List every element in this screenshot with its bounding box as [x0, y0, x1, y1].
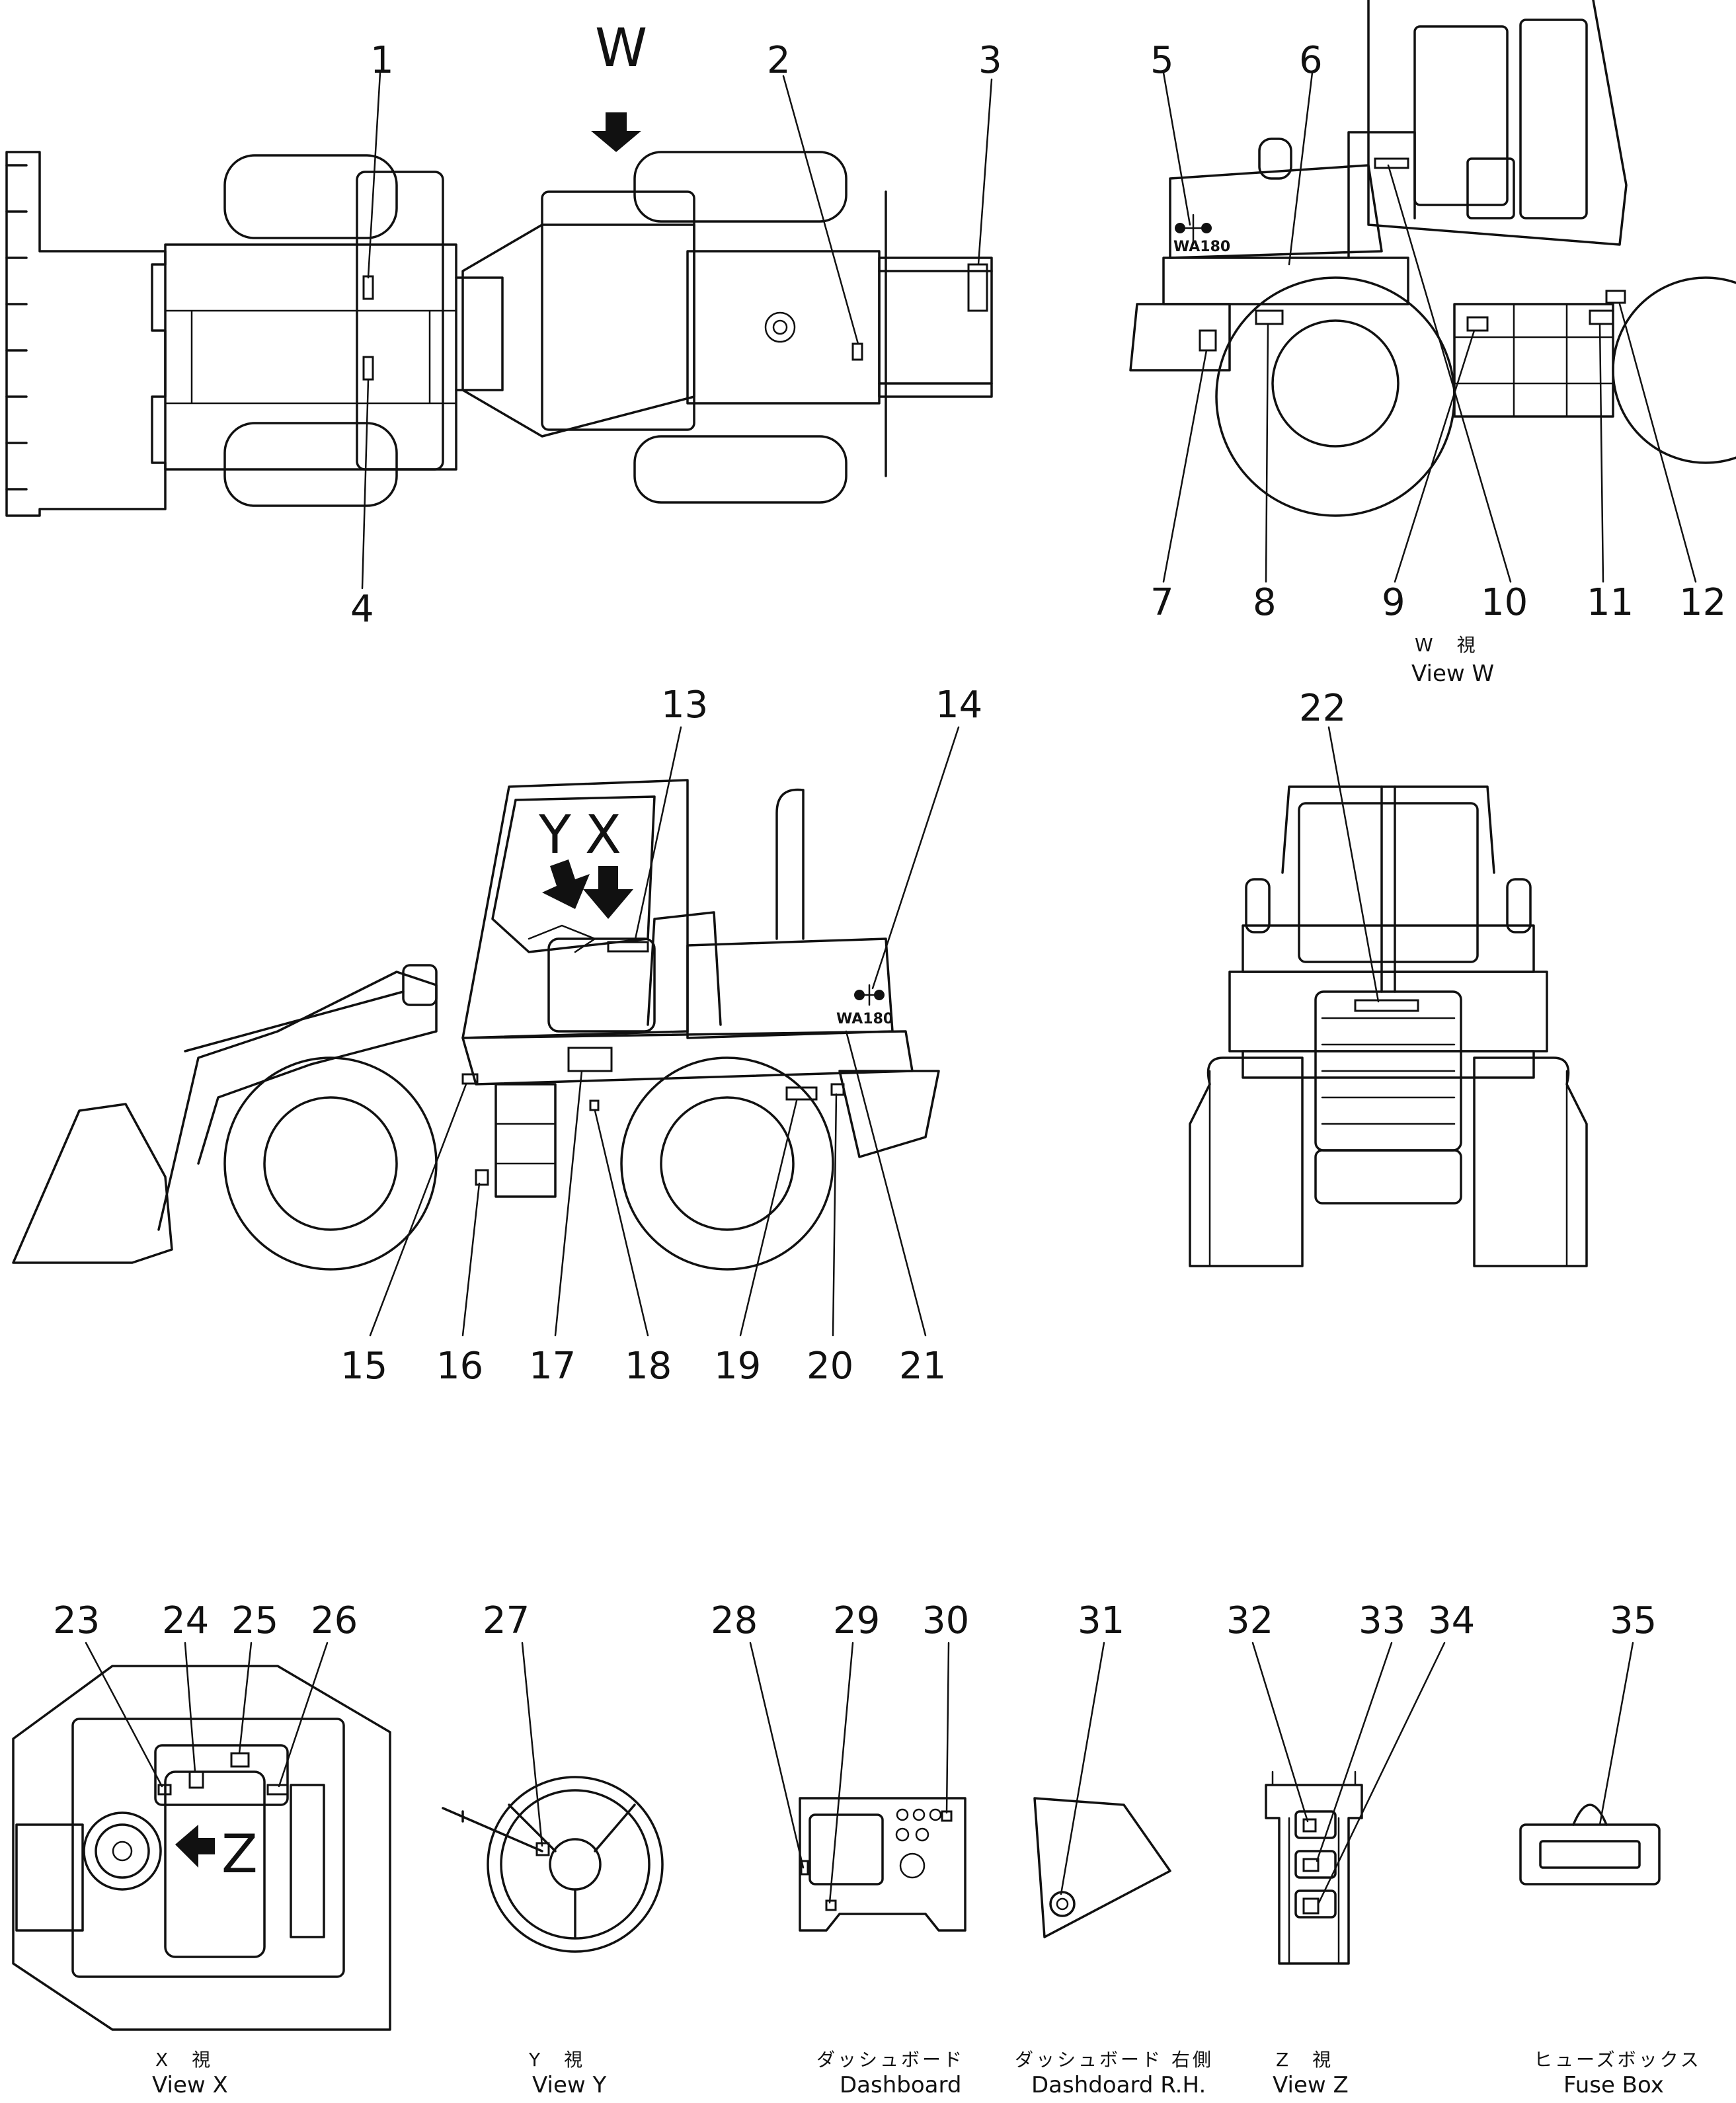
callout-34: 34 [1428, 1599, 1475, 1642]
dashboard-rh-drawing [1033, 1642, 1171, 1938]
callout-11: 11 [1587, 581, 1634, 624]
model-badge-view-w: WA180 [1173, 239, 1230, 255]
callout-15: 15 [340, 1345, 387, 1388]
caption-dashboard-rh-en: Dashdoard R.H. [1031, 2072, 1206, 2098]
callout-29: 29 [833, 1599, 880, 1642]
caption-view-y-en: View Y [532, 2072, 606, 2098]
caption-view-x-en: View X [152, 2072, 228, 2098]
callout-26: 26 [311, 1599, 358, 1642]
caption-fuse-box-en: Fuse Box [1563, 2072, 1664, 2098]
caption-view-y-jp: Y 視 [528, 2049, 585, 2071]
view-letter-w: W [595, 17, 647, 79]
callout-13: 13 [661, 684, 708, 727]
caption-dashboard-jp: ダッシュボード [816, 2049, 965, 2071]
callout-10: 10 [1481, 581, 1528, 624]
dashboard-drawing [749, 1642, 967, 1932]
view-y-drawing [442, 1642, 664, 1953]
callout-31: 31 [1078, 1599, 1124, 1642]
caption-view-x-jp: X 視 [155, 2049, 213, 2071]
view-z-drawing [1251, 1642, 1446, 1965]
caption-view-w-jp: W 視 [1415, 634, 1478, 656]
view-w-drawing: WA180 [1129, 0, 1736, 583]
view-letter-z: Z [221, 1823, 258, 1885]
callout-22: 22 [1299, 687, 1346, 730]
callout-24: 24 [162, 1599, 209, 1642]
callout-28: 28 [711, 1599, 758, 1642]
callout-23: 23 [53, 1599, 100, 1642]
side-view-drawing: WA180 [12, 726, 960, 1337]
callout-7: 7 [1150, 581, 1174, 624]
front-view-drawing [1189, 726, 1588, 1267]
callout-14: 14 [935, 684, 982, 727]
callout-16: 16 [436, 1345, 483, 1388]
callout-12: 12 [1679, 581, 1726, 624]
callout-35: 35 [1610, 1599, 1657, 1642]
callout-27: 27 [483, 1599, 530, 1642]
view-letter-x: X [585, 804, 621, 865]
callout-9: 9 [1382, 581, 1405, 624]
callout-21: 21 [899, 1345, 946, 1388]
callout-20: 20 [807, 1345, 853, 1388]
callout-17: 17 [529, 1345, 576, 1388]
fuse-box-drawing [1519, 1642, 1661, 1885]
view-x-drawing [12, 1642, 391, 2031]
callout-30: 30 [922, 1599, 969, 1642]
callout-18: 18 [625, 1345, 672, 1388]
view-letter-y: Y [538, 804, 572, 865]
callout-25: 25 [231, 1599, 278, 1642]
caption-view-z-en: View Z [1273, 2072, 1349, 2098]
top-view-drawing [5, 71, 993, 590]
callout-5: 5 [1150, 39, 1174, 82]
callout-2: 2 [767, 39, 791, 82]
model-badge-side-view: WA180 [836, 1011, 893, 1027]
callout-19: 19 [714, 1345, 761, 1388]
callout-32: 32 [1226, 1599, 1273, 1642]
callout-4: 4 [350, 588, 374, 631]
callout-6: 6 [1299, 39, 1323, 82]
callout-8: 8 [1253, 581, 1277, 624]
caption-view-w-en: View W [1411, 660, 1494, 687]
caption-dashboard-en: Dashboard [840, 2072, 961, 2098]
caption-dashboard-rh-jp: ダッシュボード 右側 [1015, 2049, 1214, 2071]
callout-33: 33 [1359, 1599, 1405, 1642]
caption-view-z-jp: Z 視 [1276, 2049, 1333, 2071]
callout-1: 1 [370, 39, 394, 82]
caption-fuse-box-jp: ヒューズボックス [1534, 2049, 1702, 2071]
callout-3: 3 [978, 39, 1002, 82]
